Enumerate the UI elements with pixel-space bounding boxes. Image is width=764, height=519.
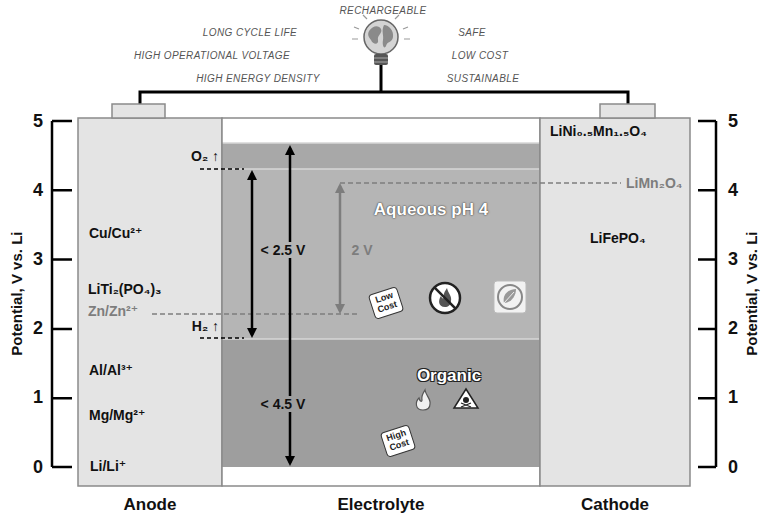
cell-voltage-arrow xyxy=(339,186,342,311)
zinc-level xyxy=(152,313,358,315)
voltage-label: 2 V xyxy=(351,242,372,258)
axis-number: 1 xyxy=(728,387,738,408)
axis-title: Potential, V vs. Li xyxy=(8,232,25,356)
cost-tag: High Cost xyxy=(380,424,416,458)
cathode-fill xyxy=(540,118,690,486)
column-heading: Cathode xyxy=(581,495,649,515)
anode-fill xyxy=(78,118,222,486)
icon-ring xyxy=(430,283,460,313)
anode-couple: Li/Li⁺ xyxy=(90,458,126,474)
column-heading: Electrolyte xyxy=(338,495,425,515)
feature-label: LOW COST xyxy=(452,50,509,62)
limn2o4-level xyxy=(340,182,621,184)
feature-label: HIGH ENERGY DENSITY xyxy=(196,73,320,85)
icon-slash xyxy=(434,287,455,308)
axis-number: 0 xyxy=(33,457,43,478)
electrolyte-fill xyxy=(222,118,540,486)
electrolyte-outline xyxy=(222,118,540,486)
leaf xyxy=(504,289,516,303)
cathode-box: CathodeLiNi₀.₅Mn₁.₅O₄LiMn₂O₄LiFePO₄ xyxy=(540,118,690,486)
feature-label: LONG CYCLE LIFE xyxy=(203,27,297,39)
tag-text: Low Cost xyxy=(373,290,398,315)
feature-label: RECHARGEABLE xyxy=(339,5,426,17)
axis-number: 1 xyxy=(33,387,43,408)
axis-number: 5 xyxy=(728,111,738,132)
axis-title: Potential, V vs. Li xyxy=(743,232,760,356)
axis-number: 2 xyxy=(33,318,43,339)
axis-number: 2 xyxy=(728,318,738,339)
hydrogen-level xyxy=(200,337,244,339)
feature-label: HIGH OPERATIONAL VOLTAGE xyxy=(134,50,290,62)
leaf-vein xyxy=(504,292,514,303)
warning-triangle xyxy=(454,389,478,408)
aqueous-fill xyxy=(222,169,540,339)
anode-box: AnodeCu/Cu²⁺LiTi₂(PO₄)₃Zn/Zn²⁺Al/Al³⁺Mg/… xyxy=(78,118,222,486)
flame xyxy=(416,390,430,410)
feature-label: SUSTAINABLE xyxy=(447,73,520,85)
window-label: < 2.5 V xyxy=(258,242,309,258)
continent xyxy=(368,26,381,44)
no-fire-icon xyxy=(430,283,460,313)
feature-label: SAFE xyxy=(458,27,486,39)
left-axis xyxy=(52,121,72,467)
organic-fill xyxy=(222,339,540,467)
anode-material: LiTi₂(PO₄)₃ xyxy=(88,281,162,297)
organic-window-arrow xyxy=(289,148,292,463)
tag-text: High Cost xyxy=(385,428,410,453)
cathode-material: LiMn₂O₄ xyxy=(626,175,682,191)
globe xyxy=(364,20,398,54)
anode-couple: Zn/Zn²⁺ xyxy=(88,303,138,319)
bulb-thread xyxy=(374,58,388,62)
anode-couple: Cu/Cu²⁺ xyxy=(89,225,142,241)
anode-couple: Mg/Mg²⁺ xyxy=(89,407,145,423)
icon-frame xyxy=(494,281,526,313)
anode-tab xyxy=(112,104,165,118)
region-label: Organic xyxy=(417,366,481,386)
continent xyxy=(383,25,394,47)
bulb-lead xyxy=(380,65,383,92)
globe-bulb xyxy=(352,15,410,92)
crossbones xyxy=(461,403,471,407)
region-label: Aqueous pH 4 xyxy=(374,200,488,220)
electrolyte-box: Low CostAqueous pH 4High CostOrganicElec… xyxy=(222,118,540,486)
column-heading: Anode xyxy=(124,495,177,515)
anode-couple: Al/Al³⁺ xyxy=(89,362,133,378)
window-label: < 4.5 V xyxy=(258,396,309,412)
cost-tag: Low Cost xyxy=(368,286,404,320)
axis-number: 3 xyxy=(728,249,738,270)
cathode-tab xyxy=(600,104,655,118)
toxic-icon xyxy=(454,389,478,408)
right-axis xyxy=(698,121,716,467)
aqueous-window-arrow xyxy=(251,173,254,335)
bulb-base xyxy=(374,54,388,65)
axis-number: 4 xyxy=(728,180,738,201)
axis-number: 0 xyxy=(728,457,738,478)
flammable-icon xyxy=(416,390,430,410)
axis-number: 4 xyxy=(33,180,43,201)
window-band xyxy=(222,143,540,169)
axis-number: 5 xyxy=(33,111,43,132)
band-edge xyxy=(222,143,540,339)
cathode-material: LiNi₀.₅Mn₁.₅O₄ xyxy=(550,123,647,139)
icon-ring xyxy=(498,285,522,309)
gas-evolution: H₂ ↑ xyxy=(192,318,219,334)
sustainable-icon xyxy=(494,281,526,313)
skull xyxy=(463,397,469,403)
axis-number: 3 xyxy=(33,249,43,270)
cathode-material: LiFePO₄ xyxy=(590,230,646,246)
circuit-wire xyxy=(140,92,628,118)
gas-evolution: O₂ ↑ xyxy=(191,148,219,164)
oxygen-level xyxy=(200,168,244,170)
